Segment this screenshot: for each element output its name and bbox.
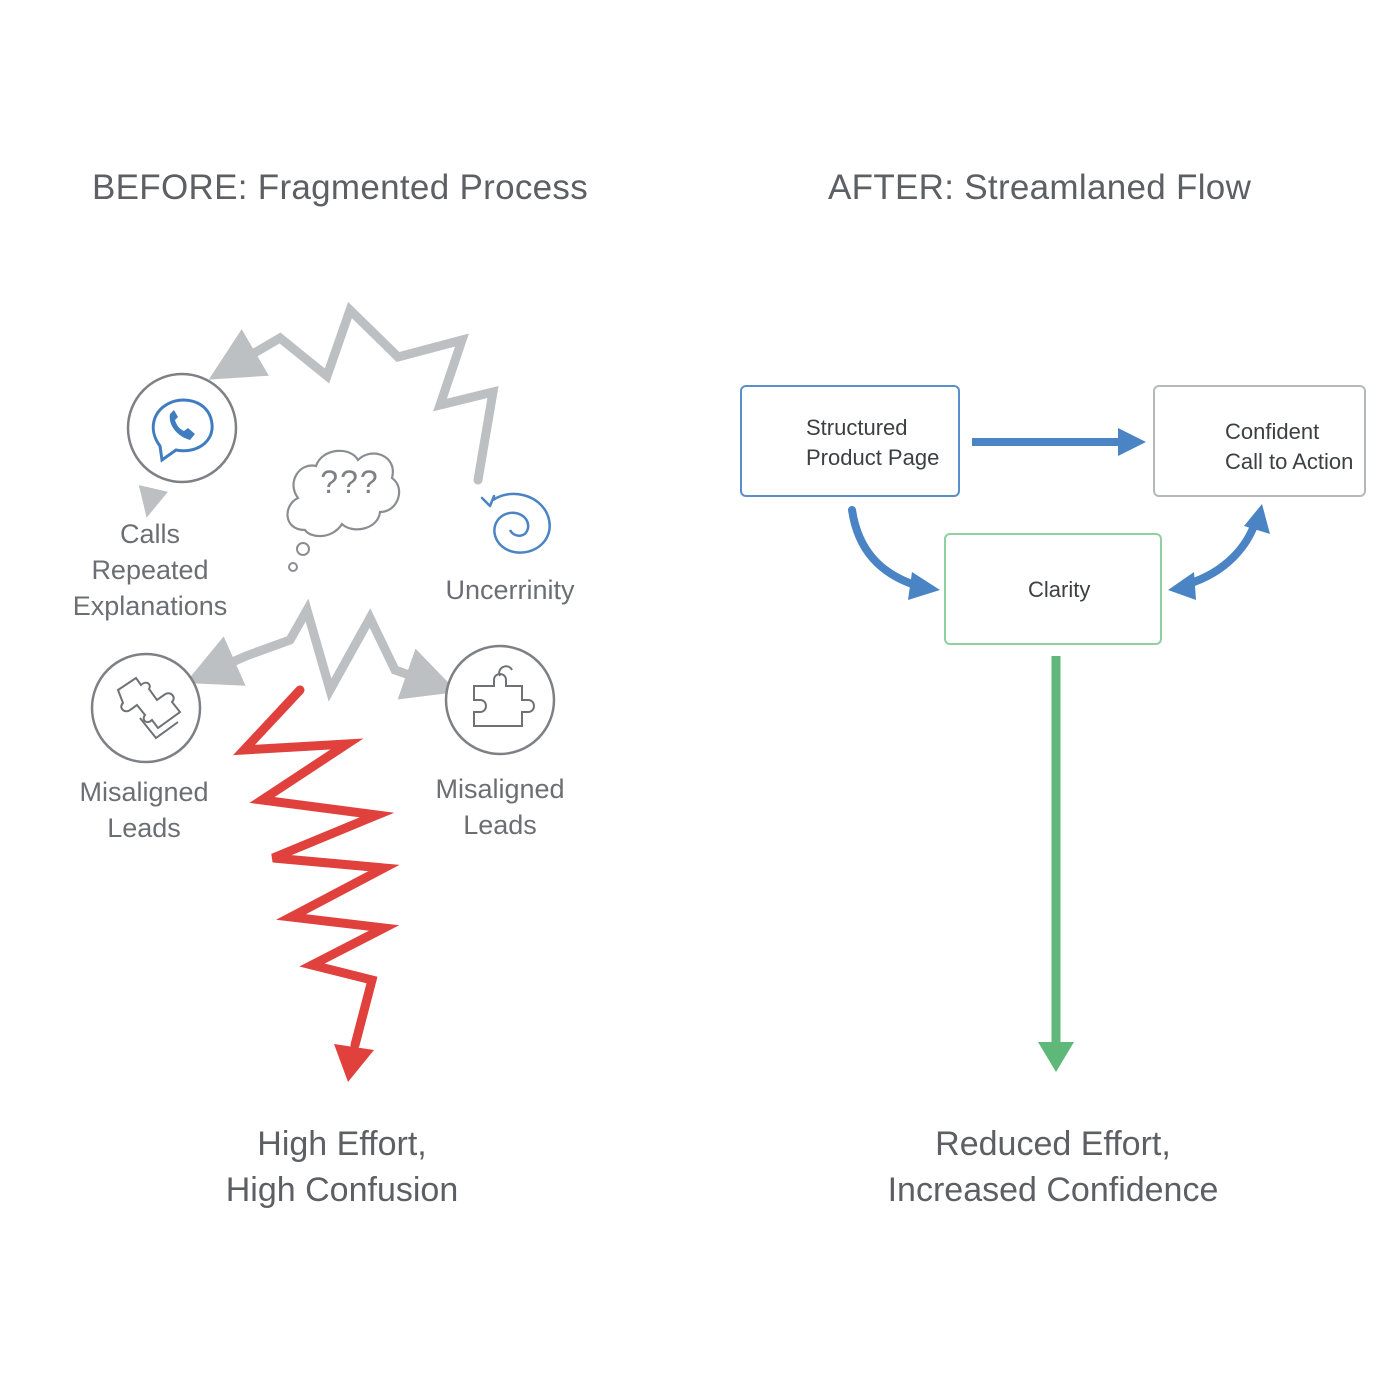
confusion-mark: ???: [320, 464, 380, 500]
uncertainty-label: Uncerrinity: [445, 575, 575, 605]
after-outcome: Reduced Effort, Increased Confidence: [852, 1121, 1254, 1213]
calls-label-line3: Explanations: [72, 591, 228, 621]
arrowhead-to-clarity: [1168, 572, 1196, 600]
before-outcome-line1: High Effort,: [257, 1125, 427, 1163]
red-zigzag-arrow: [233, 685, 400, 1050]
gray-zigzag-arrow-left: [185, 635, 295, 686]
arrowhead-product-to-cta: [1118, 428, 1146, 456]
product-page-label: Structured Product Page: [806, 413, 939, 473]
misaligned-right-line2: Leads: [463, 810, 537, 840]
arrowhead-product-to-clarity: [908, 572, 940, 600]
arrow-clarity-cta-bidirectional: [1184, 516, 1260, 588]
spiral-icon: [480, 492, 551, 554]
clarity-label: Clarity: [1028, 577, 1091, 602]
misaligned-leads-right: Misaligned Leads: [410, 771, 590, 843]
cta-label: Confident Call to Action: [1225, 417, 1353, 477]
arrowhead-to-cta: [1244, 504, 1270, 534]
phone-bubble-icon: [126, 372, 238, 484]
gray-zigzag-arrow-mid: [285, 598, 458, 702]
confident-cta-box: Confident Call to Action: [1153, 385, 1366, 497]
after-outcome-line2: Increased Confidence: [887, 1171, 1219, 1209]
arrow-product-to-clarity: [848, 506, 922, 590]
misaligned-right-line1: Misaligned: [435, 774, 565, 804]
product-page-line1: Structured: [806, 415, 908, 440]
calls-label: Calls Repeated Explanations: [48, 516, 252, 624]
before-title: BEFORE: Fragmented Process: [92, 168, 589, 207]
gray-small-arrow: [138, 485, 168, 518]
product-page-line2: Product Page: [806, 445, 940, 470]
before-outcome: High Effort, High Confusion: [140, 1121, 544, 1213]
thought-bubble-icon: [286, 449, 401, 572]
red-arrowhead: [334, 1044, 374, 1082]
green-arrowhead: [1038, 1042, 1074, 1072]
misaligned-left-line2: Leads: [107, 813, 181, 843]
clarity-box: Clarity: [944, 533, 1162, 645]
cta-line2: Call to Action: [1225, 449, 1354, 474]
after-outcome-line1: Reduced Effort,: [935, 1125, 1171, 1163]
calls-label-line1: Calls: [119, 519, 180, 549]
calls-label-line2: Repeated: [91, 555, 209, 585]
misaligned-leads-left: Misaligned Leads: [54, 774, 234, 846]
after-title: AFTER: Streamlaned Flow: [828, 168, 1252, 207]
misaligned-left-line1: Misaligned: [79, 777, 209, 807]
puzzle-piece-icon: [444, 644, 556, 756]
structured-product-page-box: Structured Product Page: [740, 385, 960, 497]
gray-zigzag-arrow-top: [208, 301, 499, 485]
cta-line1: Confident: [1225, 419, 1320, 444]
puzzle-pieces-icon: [90, 652, 202, 764]
before-outcome-line2: High Confusion: [225, 1171, 459, 1209]
